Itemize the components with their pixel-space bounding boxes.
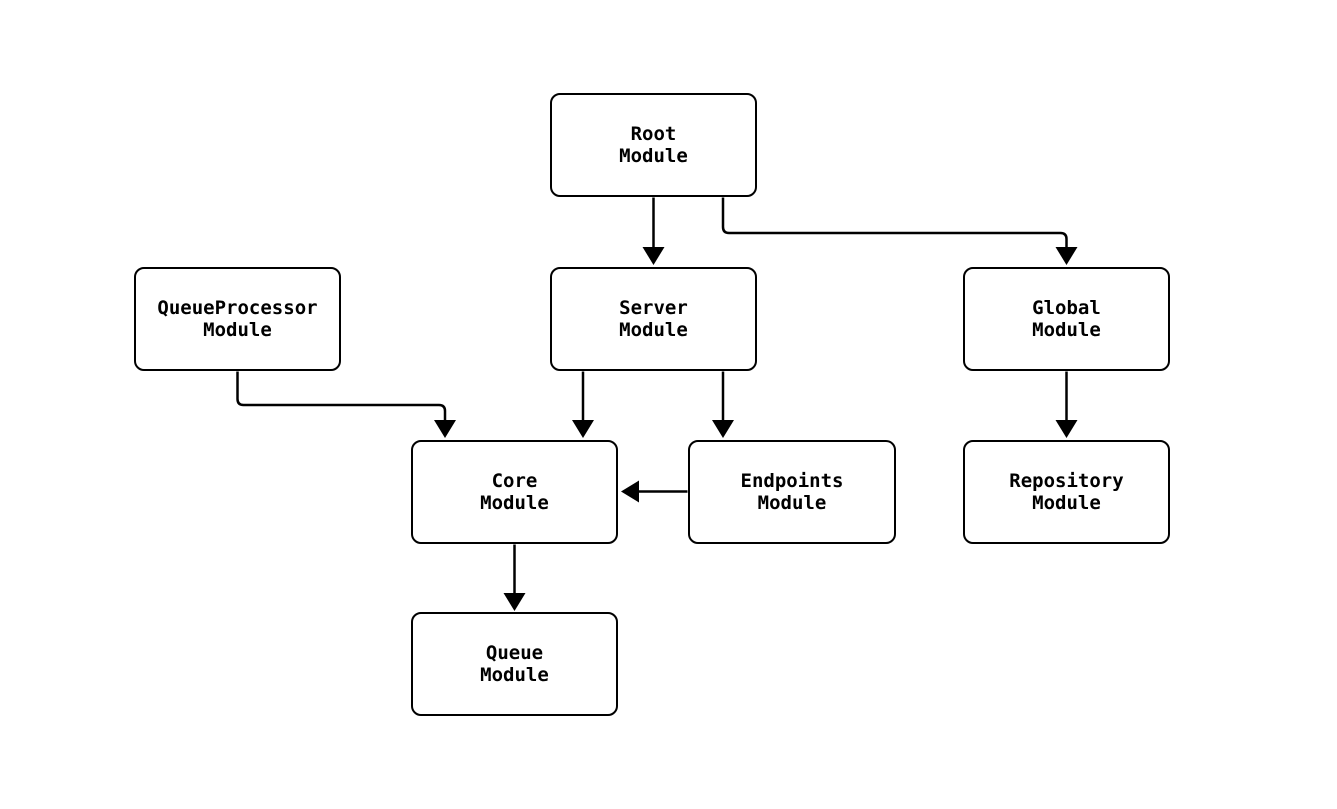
node-endpoints-module: Endpoints Module [688,440,896,544]
node-queue-module: Queue Module [411,612,618,716]
node-global-module-label: Global Module [1032,297,1101,341]
edge-server-to-core [572,371,594,438]
node-queueprocessor-module-label: QueueProcessor Module [157,297,318,341]
edge-endpoints-to-core [621,480,688,503]
node-queueprocessor-module: QueueProcessor Module [134,267,341,371]
edge-root-to-global [721,197,1078,265]
edge-server-to-endpoints [712,371,734,438]
edge-root-to-server [642,197,665,265]
node-core-module: Core Module [411,440,618,544]
node-core-module-label: Core Module [480,470,549,514]
node-repository-module: Repository Module [963,440,1170,544]
node-server-module: Server Module [550,267,757,371]
node-root-module-label: Root Module [619,123,688,167]
node-root-module: Root Module [550,93,757,197]
edge-queueprocessor-to-core [236,371,456,438]
node-queue-module-label: Queue Module [480,642,549,686]
node-server-module-label: Server Module [619,297,688,341]
edge-core-to-queue [503,544,526,611]
edge-global-to-repository [1055,371,1078,438]
node-repository-module-label: Repository Module [1009,470,1124,514]
node-global-module: Global Module [963,267,1170,371]
node-endpoints-module-label: Endpoints Module [740,470,844,514]
